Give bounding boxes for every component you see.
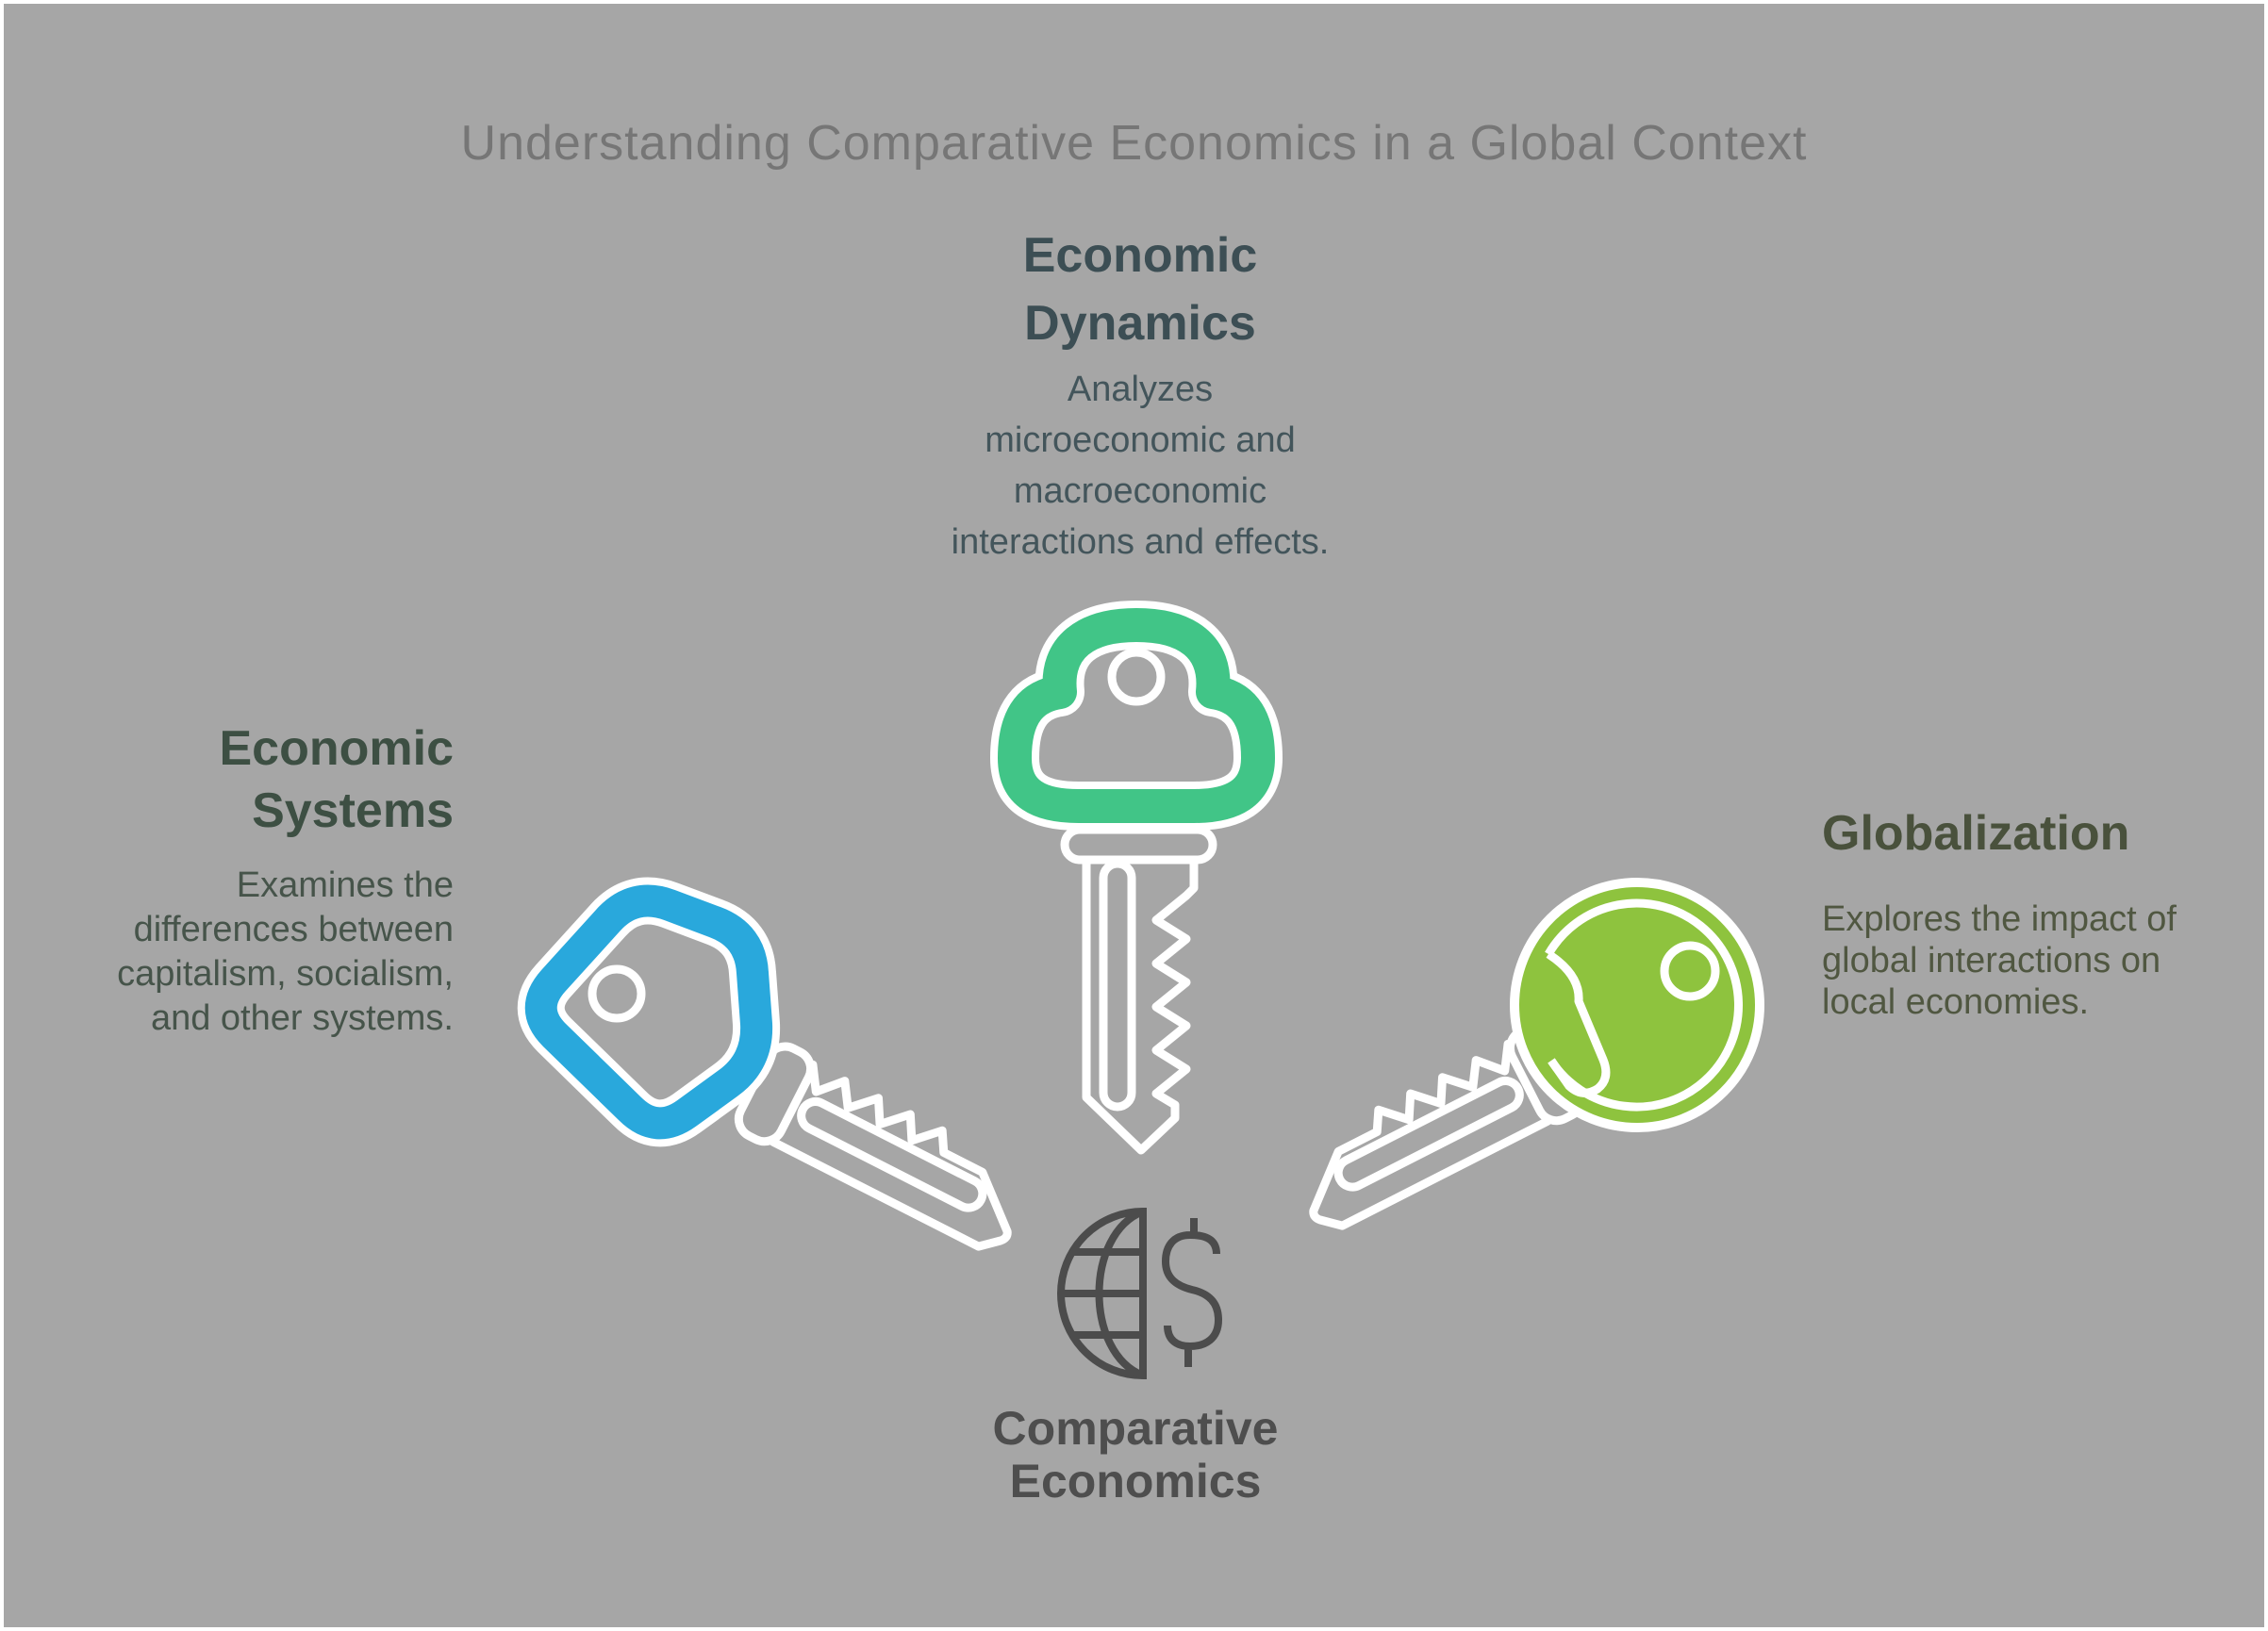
key-head-band <box>524 884 773 1140</box>
infographic-title: Understanding Comparative Economics in a… <box>460 116 1808 171</box>
section-description-globalization: Explores the impact of global interactio… <box>1822 899 2177 1022</box>
section-description-economic-systems: Examines the differences between capital… <box>117 865 454 1038</box>
keyhole <box>1107 648 1166 706</box>
dollar-sign <box>1161 1218 1223 1367</box>
key-blade <box>1309 1039 1552 1230</box>
keyhole <box>1660 941 1720 1001</box>
round-key-icon <box>1309 878 1764 1230</box>
key-groove <box>1333 1076 1524 1192</box>
key-blade <box>769 1060 1012 1251</box>
cloud-key-icon <box>990 601 1283 1155</box>
key-collar <box>1060 825 1217 865</box>
key-head-ring <box>1545 898 1743 1112</box>
key-head <box>1510 878 1764 1132</box>
key-blade <box>1082 848 1199 1155</box>
section-heading-economic-dynamics: Economic Dynamics <box>1022 228 1258 351</box>
square-key-icon <box>517 877 1012 1251</box>
key-groove <box>797 1096 987 1212</box>
illustration-layer <box>517 601 1764 1380</box>
section-description-economic-dynamics: Analyzes microeconomic and macroeconomic… <box>951 370 1330 562</box>
globe-dollar-icon <box>1057 1207 1223 1380</box>
keyhole <box>588 964 646 1023</box>
section-heading-globalization: Globalization <box>1822 806 2130 861</box>
globe-meridian <box>1095 1208 1145 1379</box>
key-head-notch <box>1546 950 1611 1097</box>
section-heading-economic-systems: Economic Systems <box>219 721 455 838</box>
key-head-band <box>998 608 1275 823</box>
center-label-comparative-economics: Comparative Economics <box>992 1402 1279 1507</box>
